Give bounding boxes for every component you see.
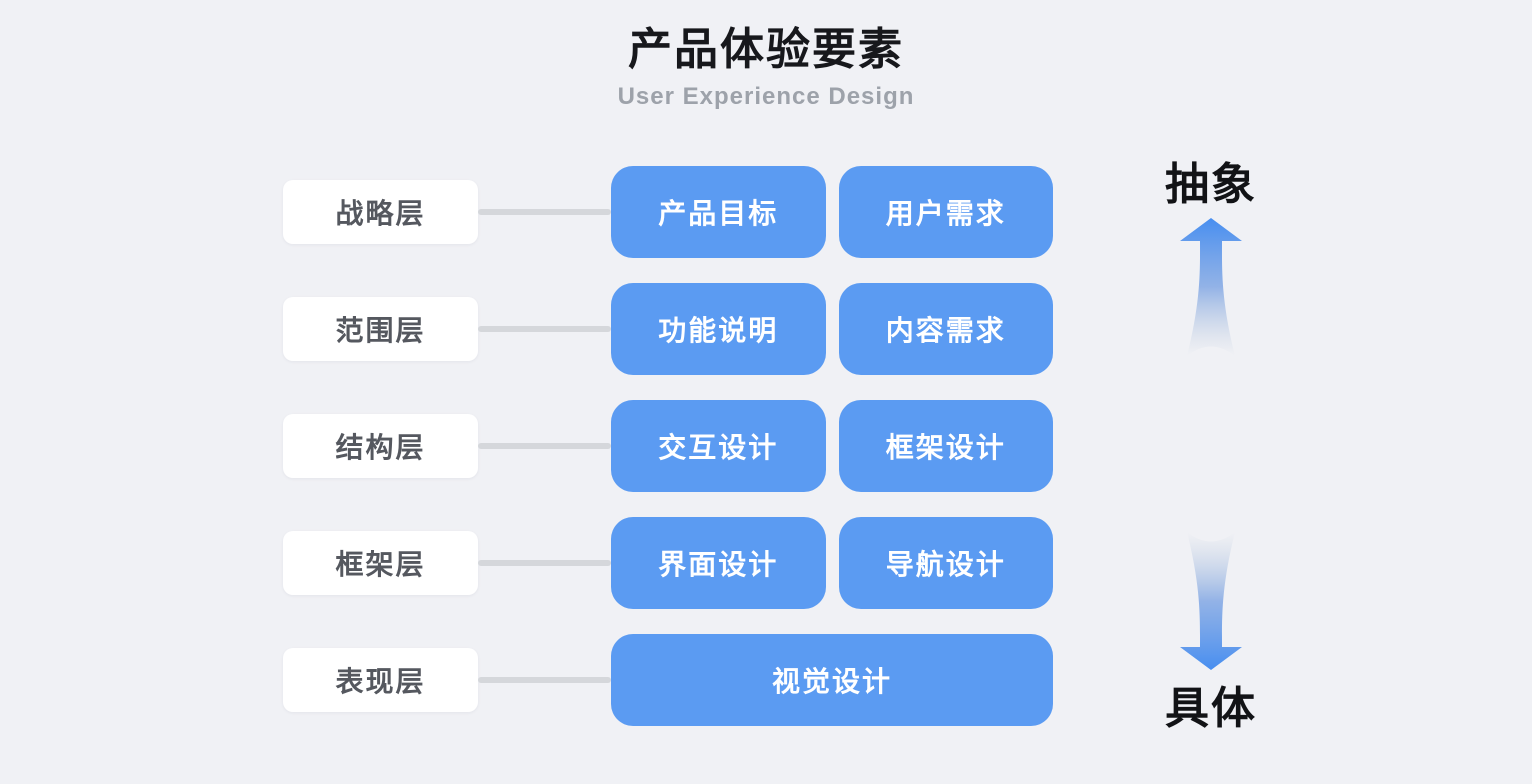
element-box: 框架设计 (838, 400, 1053, 492)
page-title: 产品体验要素 (628, 25, 904, 74)
layer-row: 表现层 视觉设计 (283, 634, 1053, 726)
header: 产品体验要素 User Experience Design (0, 24, 1532, 111)
layer-row: 结构层 交互设计框架设计 (283, 400, 1053, 492)
page-subtitle: User Experience Design (617, 83, 915, 110)
element-boxes: 视觉设计 (611, 634, 1053, 726)
element-box: 功能说明 (611, 283, 826, 375)
connector-line (478, 443, 611, 449)
connector-line (478, 560, 611, 566)
element-box: 产品目标 (611, 166, 826, 258)
element-box: 内容需求 (838, 283, 1053, 375)
connector-line (478, 209, 611, 215)
layer-label: 战略层 (283, 180, 478, 244)
element-boxes: 交互设计框架设计 (611, 400, 1053, 492)
connector-line (478, 677, 611, 683)
element-boxes: 功能说明内容需求 (611, 283, 1053, 375)
layer-row: 范围层 功能说明内容需求 (283, 283, 1053, 375)
axis-label-abstract: 抽象 (1165, 160, 1257, 209)
element-box: 界面设计 (611, 517, 826, 609)
axis-label-concrete: 具体 (1165, 684, 1257, 733)
element-box: 用户需求 (838, 166, 1053, 258)
down-arrow-icon (1180, 532, 1242, 670)
layer-label: 范围层 (283, 297, 478, 361)
connector-line (478, 326, 611, 332)
layer-label: 结构层 (283, 414, 478, 478)
layer-row: 框架层 界面设计导航设计 (283, 517, 1053, 609)
layer-label: 表现层 (283, 648, 478, 712)
element-box: 交互设计 (611, 400, 826, 492)
element-boxes: 界面设计导航设计 (611, 517, 1053, 609)
layer-label: 框架层 (283, 531, 478, 595)
element-box: 视觉设计 (611, 634, 1053, 726)
up-arrow-icon (1180, 218, 1242, 356)
element-box: 导航设计 (838, 517, 1053, 609)
layer-row: 战略层 产品目标用户需求 (283, 166, 1053, 258)
element-boxes: 产品目标用户需求 (611, 166, 1053, 258)
